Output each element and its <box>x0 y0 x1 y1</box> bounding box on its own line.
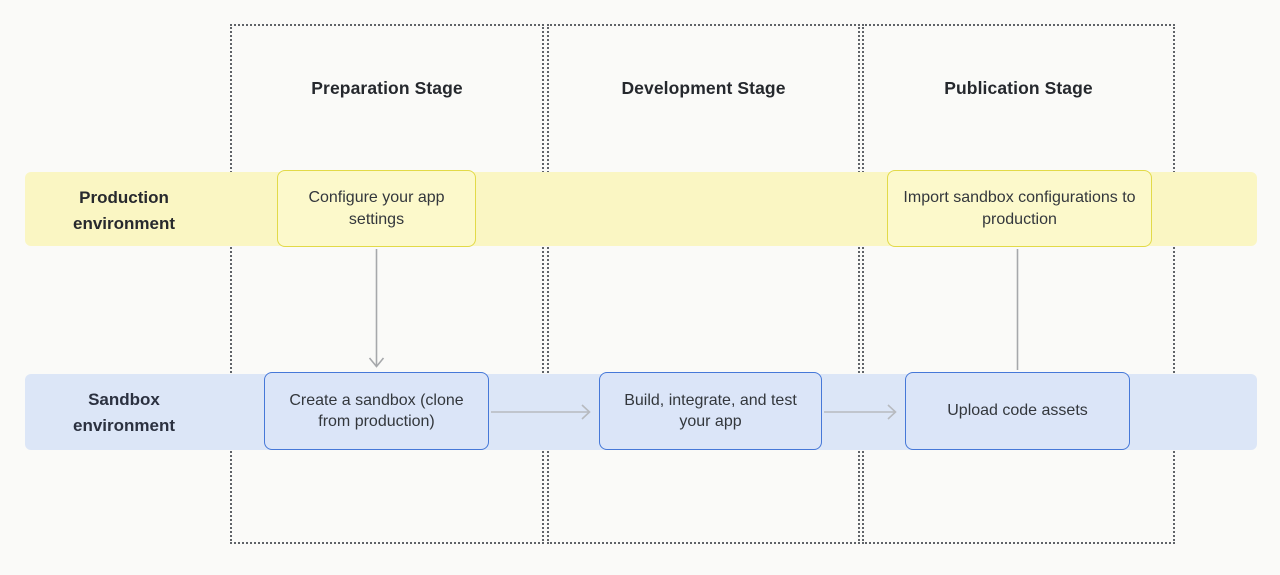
stage-title-publication: Publication Stage <box>944 78 1093 98</box>
node-create-sandbox: Create a sandbox (clone from production) <box>264 372 489 450</box>
sandbox-label-line2: environment <box>72 416 176 435</box>
node-import-sandbox-configurations: Import sandbox configurations to product… <box>887 170 1152 247</box>
stage-column-preparation: Preparation Stage <box>230 24 544 544</box>
production-environment-label: Production environment <box>39 185 209 237</box>
stage-column-publication: Publication Stage <box>862 24 1175 544</box>
node-upload-code-assets: Upload code assets <box>905 372 1130 450</box>
stage-title-development: Development Stage <box>621 78 786 98</box>
production-label-line1: Production <box>79 188 169 207</box>
stage-title-preparation: Preparation Stage <box>311 78 463 98</box>
sandbox-environment-label: Sandbox environment <box>39 387 209 439</box>
node-build-integrate-test: Build, integrate, and test your app <box>599 372 822 450</box>
stage-column-development: Development Stage <box>547 24 860 544</box>
sandbox-label-line1: Sandbox <box>88 390 160 409</box>
production-label-line2: environment <box>72 214 176 233</box>
node-configure-app-settings: Configure your app settings <box>277 170 476 247</box>
